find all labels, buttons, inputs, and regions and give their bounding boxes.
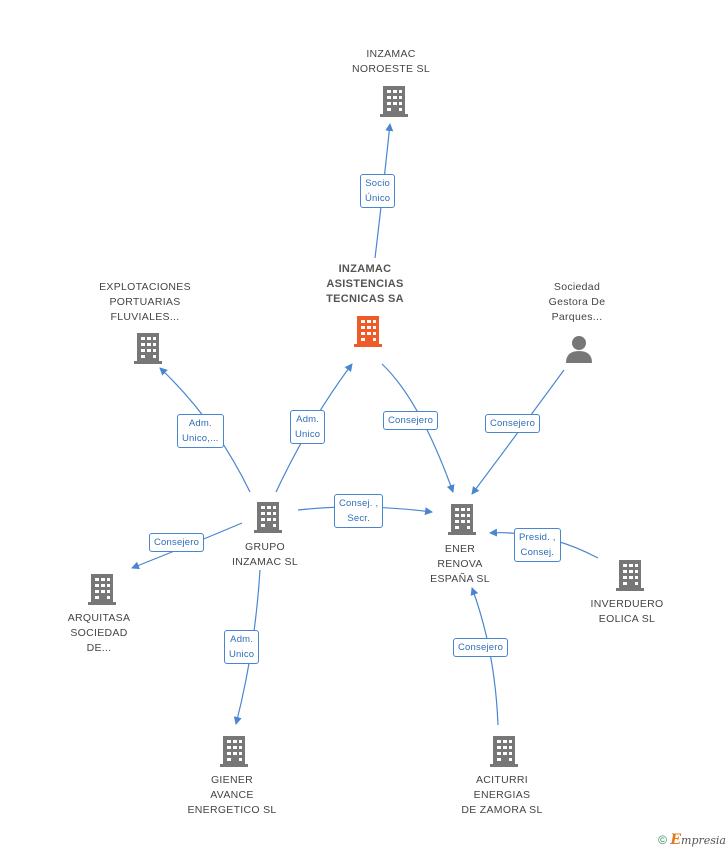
edge-label-socio-unico[interactable]: Socio Único: [360, 174, 396, 208]
building-icon: [220, 736, 248, 767]
building-icon: [490, 736, 518, 767]
brand-text: mpresia: [681, 834, 726, 847]
brand-footer[interactable]: © Empresia: [658, 832, 726, 848]
building-icon: [134, 333, 162, 364]
label-line: TECNICAS SA: [326, 293, 404, 305]
edge-label-consejero-arq[interactable]: Consejero: [149, 533, 205, 552]
node-label: INZAMAC ASISTENCIAS TECNICAS SA: [290, 262, 440, 307]
edge-label-adm-unico-expl[interactable]: Adm. Unico,...: [177, 414, 224, 448]
node-label: INVERDUERO EOLICA SL: [552, 597, 702, 627]
building-icon: [88, 574, 116, 605]
label-line: SOCIEDAD: [70, 627, 128, 639]
node-label: ARQUITASA SOCIEDAD DE...: [24, 611, 174, 656]
edge-label-line: Presid. ,: [519, 532, 556, 543]
label-line: ARQUITASA: [67, 612, 131, 624]
edge-label-line: Adm.: [230, 634, 254, 645]
node-label: GIENER AVANCE ENERGETICO SL: [157, 773, 307, 818]
brand-initial: E: [670, 832, 682, 848]
edge-label-line: Adm.: [188, 418, 212, 429]
building-icon: [354, 316, 382, 347]
label-line: PORTUARIAS: [109, 296, 181, 308]
edge-label-adm-unico-asist[interactable]: Adm. Unico: [290, 410, 326, 444]
building-icon: [616, 560, 644, 591]
label-line: NOROESTE SL: [352, 63, 430, 75]
label-line: INZAMAC: [338, 263, 392, 275]
label-line: DE ZAMORA SL: [461, 804, 543, 816]
label-line: Gestora De: [548, 296, 606, 308]
building-icon: [380, 86, 408, 117]
edge-label-line: Consejero: [458, 642, 504, 653]
edge-label-line: Secr.: [347, 513, 370, 524]
node-label: Sociedad Gestora De Parques...: [502, 280, 652, 325]
edge-label-consej-secr[interactable]: Consej. , Secr.: [334, 494, 384, 528]
label-line: INZAMAC: [366, 48, 416, 60]
label-line: INZAMAC SL: [231, 556, 298, 568]
copyright-icon: ©: [658, 833, 668, 847]
edge-label-line: Unico,...: [182, 433, 219, 444]
node-label: GRUPO INZAMAC SL: [190, 540, 340, 570]
edge-label-line: Unico: [295, 429, 321, 440]
edge-label-line: Consejero: [388, 415, 434, 426]
label-line: ACITURRI: [476, 774, 528, 786]
node-label: ACITURRI ENERGIAS DE ZAMORA SL: [427, 773, 577, 818]
label-line: INVERDUERO: [590, 598, 664, 610]
edge-label-line: Socio: [365, 178, 391, 189]
label-line: ASISTENCIAS: [326, 278, 404, 290]
edge-label-line: Consej. ,: [339, 498, 379, 509]
label-line: RENOVA: [437, 558, 483, 570]
label-line: Parques...: [551, 311, 603, 323]
label-line: DE...: [86, 642, 112, 654]
building-icon: [254, 502, 282, 533]
label-line: EOLICA SL: [598, 613, 656, 625]
label-line: GIENER: [210, 774, 254, 786]
label-line: ESPAÑA SL: [430, 573, 490, 585]
building-icon: [448, 504, 476, 535]
edge-label-line: Consejero: [154, 537, 200, 548]
edge-label-line: Adm.: [296, 414, 320, 425]
label-line: EXPLOTACIONES: [99, 281, 191, 293]
node-label: INZAMAC NOROESTE SL: [316, 47, 466, 77]
person-icon: [566, 336, 592, 363]
label-line: AVANCE: [210, 789, 254, 801]
edge-label-presid-consej[interactable]: Presid. , Consej.: [514, 528, 561, 562]
edge-label-consejero-soc[interactable]: Consejero: [485, 414, 541, 433]
label-line: Sociedad: [553, 281, 601, 293]
edge-label-adm-unico-giener[interactable]: Adm. Unico: [224, 630, 260, 664]
brand-logo: Empresia: [670, 832, 726, 848]
edge-label-line: Consejero: [490, 418, 536, 429]
label-line: FLUVIALES...: [110, 311, 180, 323]
node-label: ENER RENOVA ESPAÑA SL: [385, 542, 535, 587]
edge-label-consejero-aci[interactable]: Consejero: [453, 638, 509, 657]
edge-label-line: Consej.: [520, 547, 555, 558]
label-line: GRUPO: [244, 541, 285, 553]
node-label: EXPLOTACIONES PORTUARIAS FLUVIALES...: [70, 280, 220, 325]
label-line: ENERGIAS: [473, 789, 531, 801]
label-line: ENERGETICO SL: [187, 804, 277, 816]
edge-label-line: Unico: [229, 649, 255, 660]
edge-label-consejero-asist[interactable]: Consejero: [383, 411, 439, 430]
label-line: ENER: [444, 543, 476, 555]
edge-label-line: Único: [365, 193, 391, 204]
